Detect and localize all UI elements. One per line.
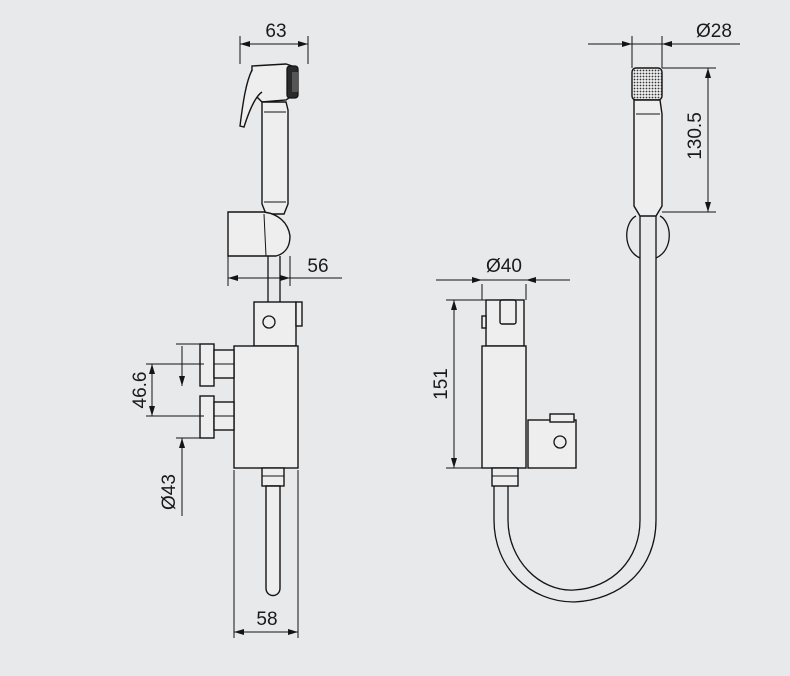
dim-label-58: 58	[256, 609, 277, 630]
dim-label-130-5: 130.5	[685, 112, 706, 160]
dim-handset-width: 63	[239, 21, 309, 64]
dim-label-d40: Ø40	[486, 256, 522, 277]
outlet-block	[253, 301, 303, 347]
dim-handset-length: 130.5	[662, 67, 716, 213]
spray-head	[631, 67, 663, 101]
dim-label-46-6: 46.6	[130, 372, 151, 409]
dim-label-151: 151	[431, 368, 452, 400]
bottom-outlet	[261, 467, 285, 597]
dim-valve-height: 151	[431, 299, 486, 469]
inlet-connectors	[199, 343, 235, 439]
handset-grip	[261, 101, 289, 215]
dim-spray-diameter: Ø28	[588, 21, 740, 68]
valve-body-front	[481, 345, 527, 469]
dim-label-63: 63	[265, 21, 286, 42]
handset-head	[239, 63, 299, 128]
dim-holder-depth: 56	[227, 256, 342, 286]
front-view: Ø28 130.5 Ø40 151	[431, 21, 740, 603]
wall-holder-front	[626, 215, 670, 259]
handset-body	[633, 99, 663, 217]
side-view: 63 56 46.6 Ø43	[130, 21, 342, 638]
bottom-nut	[491, 467, 519, 487]
wall-holder	[227, 211, 291, 257]
dim-label-d28: Ø28	[696, 21, 732, 42]
valve-body	[233, 345, 299, 469]
side-bracket	[527, 413, 577, 469]
dim-valve-diameter: Ø40	[436, 256, 570, 300]
dim-label-d43: Ø43	[159, 474, 180, 510]
hose	[493, 258, 657, 603]
dim-inlet-spacing: 46.6	[130, 363, 204, 417]
dim-label-56: 56	[307, 256, 328, 277]
dim-valve-width: 58	[233, 470, 299, 638]
dim-inlet-diameter: Ø43	[159, 343, 204, 516]
